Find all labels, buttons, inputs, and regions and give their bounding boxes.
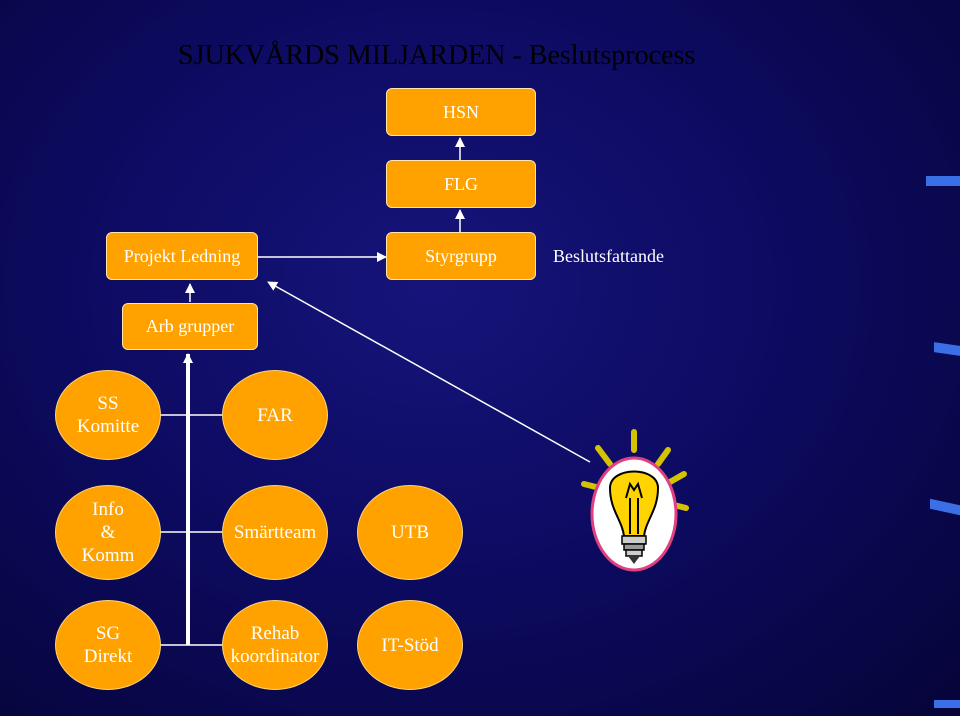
node-projekt-ledning-label: Projekt Ledning: [123, 245, 241, 266]
node-hsn-label: HSN: [442, 101, 479, 122]
decor-stripe-1: [926, 176, 960, 186]
node-projekt-ledning: Projekt Ledning: [106, 232, 258, 280]
node-flg-label: FLG: [443, 173, 478, 194]
node-flg: FLG: [386, 160, 536, 208]
decor-stripe-4: [934, 700, 960, 708]
node-arb-grupper: Arb grupper: [122, 303, 258, 350]
node-info-komm: Info & Komm: [55, 485, 161, 580]
node-it-stod: IT-Stöd: [357, 600, 463, 690]
node-far: FAR: [222, 370, 328, 460]
node-smartteam: Smärtteam: [222, 485, 328, 580]
node-rehab-koordinator: Rehab koordinator: [222, 600, 328, 690]
node-ss-komitte: SS Komitte: [55, 370, 161, 460]
node-styrgrupp: Styrgrupp: [386, 232, 536, 280]
page-title: SJUKVÅRDS MILJARDEN - Beslutsprocess: [178, 40, 696, 71]
lightbulb-icon: [581, 429, 689, 572]
beslutsfattande-label: Beslutsfattande: [553, 246, 664, 266]
node-styrgrupp-label: Styrgrupp: [425, 245, 497, 266]
node-utb: UTB: [357, 485, 463, 580]
connector-idea-projekt: [267, 281, 591, 463]
node-sg-direkt: SG Direkt: [55, 600, 161, 690]
node-hsn: HSN: [386, 88, 536, 136]
node-arb-grupper-label: Arb grupper: [145, 316, 235, 336]
